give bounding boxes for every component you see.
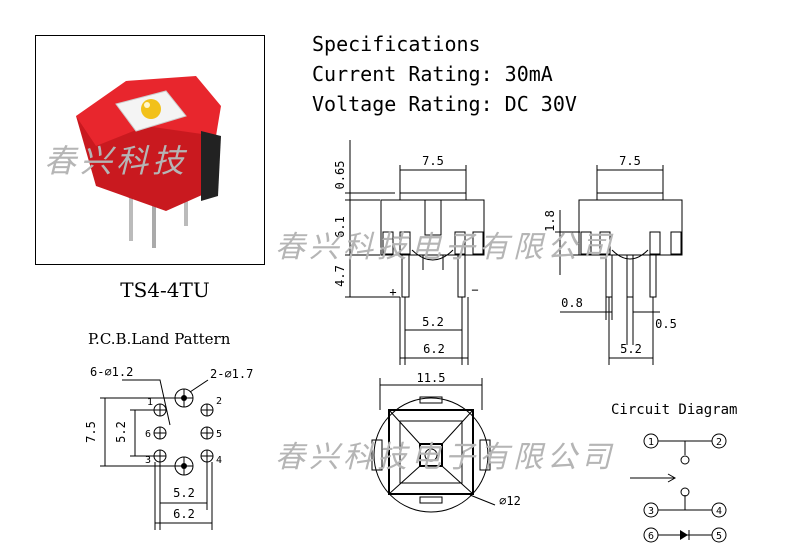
circuit-pin-1 — [643, 433, 659, 449]
watermark-row-1: 春兴科技电子有限公司 — [275, 230, 615, 265]
circuit-label-6: 6 — [648, 531, 654, 542]
pcb-pin-1: 1 — [147, 397, 153, 408]
circuit-pin-3 — [643, 502, 659, 518]
dim-side-pin-width: 0.8 — [561, 296, 583, 310]
circuit-label-2: 2 — [716, 437, 722, 448]
pcb-dim-v-inner: 5.2 — [114, 421, 128, 443]
circuit-pin-5 — [711, 527, 727, 543]
dim-front-top: 0.65 — [333, 161, 347, 190]
photo-side-window — [201, 131, 221, 201]
dim-side-pin-gap: 0.5 — [655, 317, 677, 331]
pcb-pin-2: 2 — [216, 396, 222, 407]
circuit-label-4: 4 — [716, 506, 722, 517]
circuit-pin-6 — [643, 527, 659, 543]
pcb-pin-5: 5 — [216, 429, 222, 440]
dim-top-width: 11.5 — [417, 371, 446, 385]
pcb-pattern — [100, 379, 214, 530]
dim-top-diameter: ⌀12 — [499, 494, 521, 508]
photo-watermark: 春兴科技 — [44, 142, 189, 180]
dim-front-height: 6.1 — [333, 216, 347, 238]
spec-title: Specifications — [312, 32, 481, 56]
circuit-pin-4 — [711, 502, 727, 518]
dim-side-pitch: 5.2 — [620, 342, 642, 356]
top-outline-circle — [373, 397, 489, 513]
front-plus: + — [389, 285, 396, 299]
circuit-label-1: 1 — [648, 437, 654, 448]
spec-voltage: Voltage Rating: DC 30V — [312, 92, 577, 116]
front-view — [345, 140, 485, 365]
pcb-dim-h-outer: 6.2 — [173, 507, 195, 521]
product-photo-frame: 春兴科技 — [35, 35, 265, 265]
spec-current: Current Rating: 30mA — [312, 62, 553, 86]
circuit-label-5: 5 — [716, 531, 722, 542]
pcb-title: P.C.B.Land Pattern — [88, 330, 231, 348]
pcb-dim-h-inner: 5.2 — [173, 486, 195, 500]
pcb-pin-4: 4 — [216, 455, 222, 466]
circuit-title: Circuit Diagram — [611, 402, 737, 418]
front-cap — [399, 192, 467, 201]
top-view — [371, 378, 496, 513]
watermark-row-2: 春兴科技电子有限公司 — [275, 440, 615, 475]
front-center-slot — [424, 199, 442, 236]
circuit-diagram — [630, 440, 712, 536]
dim-front-width: 7.5 — [422, 154, 444, 168]
dim-front-outer: 6.2 — [423, 342, 445, 356]
dim-side-height: 1.8 — [543, 210, 557, 232]
pcb-dim-v-outer: 7.5 — [84, 421, 98, 443]
dim-front-pitch: 5.2 — [422, 315, 444, 329]
dim-side-width: 7.5 — [619, 154, 641, 168]
product-photo — [76, 76, 221, 248]
front-minus: − — [471, 283, 478, 297]
led-diode-icon — [680, 530, 688, 540]
model-caption: TS4-4TU — [120, 278, 210, 302]
pcb-pin-3: 3 — [145, 455, 151, 466]
pcb-hole-large: 2-⌀1.7 — [210, 367, 253, 381]
pcb-pin-6: 6 — [145, 429, 151, 440]
pcb-hole-small: 6-⌀1.2 — [90, 365, 133, 379]
circuit-pin-2 — [711, 433, 727, 449]
dim-front-pin: 4.7 — [333, 265, 347, 287]
circuit-label-3: 3 — [648, 506, 654, 517]
side-view — [555, 165, 683, 365]
